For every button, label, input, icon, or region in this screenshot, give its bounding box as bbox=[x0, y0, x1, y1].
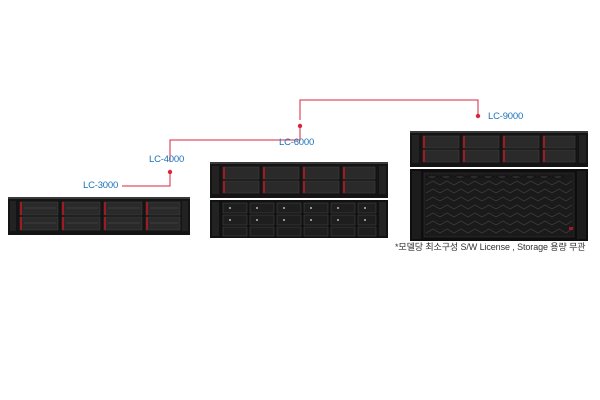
connector-dot-lc9000 bbox=[475, 113, 481, 119]
connector-dot-lc6000 bbox=[297, 123, 303, 129]
label-lc9000: LC-9000 bbox=[488, 111, 524, 122]
footnote-text: *모델당 최소구성 S/W License , Storage 용량 무관 bbox=[395, 242, 586, 252]
server-lc3000-image bbox=[8, 197, 190, 235]
server-lc6000-image bbox=[210, 162, 388, 238]
connector-dot-lc4000 bbox=[167, 169, 173, 175]
label-lc3000: LC-3000 bbox=[83, 180, 119, 191]
connector-lc3000-lc4000 bbox=[122, 172, 171, 187]
connector-lc6000-lc9000 bbox=[299, 99, 479, 120]
label-lc4000: LC-4000 bbox=[149, 154, 185, 165]
connector-lc4000-lc6000 bbox=[169, 126, 301, 162]
label-lc6000: LC-6000 bbox=[279, 137, 315, 148]
server-lc9000-image bbox=[410, 131, 588, 241]
